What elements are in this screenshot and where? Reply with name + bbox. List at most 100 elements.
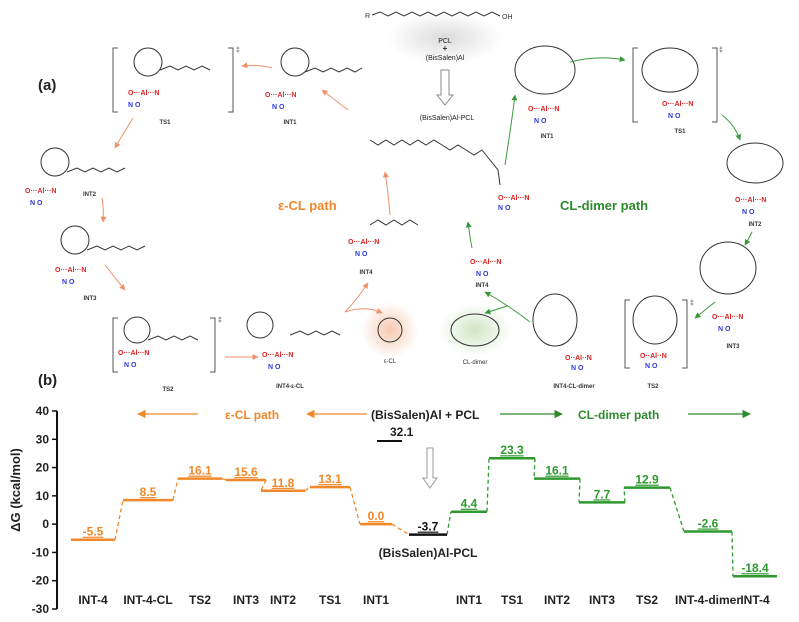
connector-line: [304, 486, 311, 492]
svg-text:N O: N O: [534, 118, 547, 125]
energy-value-label: 23.3: [500, 443, 524, 457]
connector-line: [391, 523, 410, 536]
connector-line: [221, 477, 227, 481]
ecl-ts1: O···Al···N N O ‡ TS1: [112, 47, 240, 126]
catalyst-label: (BisSalen)Al: [426, 55, 465, 62]
connector-line: [446, 511, 452, 535]
central-complex-structure: [369, 139, 501, 186]
pcl-chain-structure: [371, 11, 501, 17]
connector-line: [114, 499, 124, 540]
connectors: [114, 458, 734, 577]
reactant-energy: 32.1: [390, 425, 414, 439]
cldimer-int4-cldimer: O··Al··N N O INT4-CL-dimer: [532, 293, 595, 390]
svg-text:O···Al···N: O···Al···N: [128, 90, 160, 97]
ecl-int4-ecl-label: INT4-ε-CL: [276, 384, 304, 390]
x-tick-label: INT-4: [740, 593, 770, 607]
y-tick-label: 40: [36, 404, 50, 418]
svg-text:N O: N O: [62, 279, 75, 286]
connector-line: [533, 458, 536, 479]
svg-text:N O: N O: [476, 271, 489, 278]
reaction-scheme: (a) R OH PCL + (BisSalen)Al (BisSalen)Al…: [25, 11, 784, 393]
reactant-highlight: [387, 12, 503, 64]
svg-text:N O: N O: [571, 365, 584, 372]
svg-text:O···Al···N: O···Al···N: [470, 259, 502, 266]
complex-energy-label: (BisSalen)Al-PCL: [379, 546, 478, 560]
energy-value-label: 16.1: [188, 464, 212, 478]
y-tick-label: 10: [36, 489, 50, 503]
svg-text:N O: N O: [128, 102, 141, 109]
connector-line: [486, 458, 490, 512]
plus-sign: +: [443, 44, 448, 53]
chart-ecl-path-label: ε-CL path: [225, 408, 279, 422]
x-tick-label: INT3: [589, 593, 615, 607]
svg-text:O···Al···N: O···Al···N: [662, 101, 694, 108]
x-tick-label: INT-4-CL: [123, 593, 172, 607]
cldimer-monomer: CL-dimer: [439, 304, 511, 366]
x-tick-label: INT1: [456, 593, 482, 607]
svg-text:N O: N O: [30, 200, 43, 207]
energy-value-label: 0.0: [368, 509, 385, 523]
cldimer-ts2: O··Al··N N O ‡ TS2: [624, 295, 694, 390]
cldimer-path-title: CL-dimer path: [560, 198, 648, 213]
hollow-down-arrow-icon: [435, 69, 455, 106]
y-tick-label: -30: [32, 602, 50, 616]
cldimer-arrows: [465, 56, 753, 323]
panel-a-label: (a): [38, 77, 56, 94]
svg-text:O···Al···N: O···Al···N: [118, 350, 150, 357]
x-tick-label: TS1: [319, 593, 341, 607]
connector-line: [623, 487, 626, 503]
x-tick-label: INT-4: [78, 593, 108, 607]
svg-text:N O: N O: [718, 326, 731, 333]
svg-text:O···Al···N: O···Al···N: [528, 106, 560, 113]
svg-text:R: R: [365, 13, 370, 20]
x-tick-label: TS1: [501, 593, 523, 607]
pcl-label: PCL: [438, 38, 452, 45]
y-axis-label: ΔG (kcal/mol): [8, 448, 23, 532]
cldimer-ts2-label: TS2: [647, 384, 659, 390]
ecl-monomer-label: ε-CL: [384, 359, 397, 365]
energy-value-label: -2.6: [698, 516, 719, 530]
cldimer-ts1-label: TS1: [674, 129, 686, 135]
ecl-int2-label: INT2: [83, 192, 97, 198]
svg-text:O···Al···N: O···Al···N: [712, 314, 744, 321]
chart-cldimer-path-label: CL-dimer path: [578, 408, 659, 422]
svg-text:O···Al···N: O···Al···N: [55, 267, 87, 274]
cldimer-int1-label: INT1: [540, 134, 554, 140]
ecl-int3-label: INT3: [83, 296, 97, 302]
panel-b-label: (b): [38, 372, 57, 389]
energy-value-label: 7.7: [594, 487, 611, 501]
reactant-label: (BisSalen)Al + PCL: [371, 408, 479, 422]
cldimer-int1: O···Al···N N O INT1: [514, 45, 576, 140]
svg-text:O···Al···N: O···Al···N: [498, 195, 530, 202]
cldimer-int4: O···Al···N N O INT4: [470, 259, 502, 289]
svg-text:N O: N O: [498, 205, 511, 212]
connector-line: [731, 531, 734, 577]
x-tick-label: INT1: [363, 593, 389, 607]
hollow-down-arrow-icon: [422, 447, 438, 489]
x-tick-label: INT2: [270, 593, 296, 607]
svg-text:N O: N O: [645, 363, 658, 370]
x-tick-label: TS2: [636, 593, 658, 607]
complex-label: (BisSalen)Al-PCL: [420, 115, 475, 122]
connector-line: [669, 487, 685, 532]
x-tick-label: INT3: [233, 593, 259, 607]
cldimer-int3: O···Al···N N O INT3: [699, 241, 757, 350]
svg-text:‡: ‡: [218, 317, 222, 324]
svg-text:O··Al··N: O··Al··N: [565, 355, 592, 362]
energy-value-label: -3.7: [418, 520, 439, 534]
energy-value-label: 13.1: [318, 472, 342, 486]
connector-line: [578, 478, 581, 503]
energy-value-label: -18.4: [741, 561, 769, 575]
connector-line: [260, 479, 267, 492]
svg-text:‡: ‡: [719, 47, 723, 54]
energy-value-label: 11.8: [272, 476, 295, 490]
ecl-int4-label: INT4: [359, 270, 373, 276]
ecl-int3: O···Al···N N O INT3: [55, 225, 146, 302]
svg-text:O···Al···N: O···Al···N: [265, 92, 297, 99]
energy-value-label: 8.5: [140, 485, 157, 499]
svg-text:N O: N O: [742, 209, 755, 216]
svg-text:N O: N O: [272, 104, 285, 111]
x-tick-label: INT2: [544, 593, 570, 607]
